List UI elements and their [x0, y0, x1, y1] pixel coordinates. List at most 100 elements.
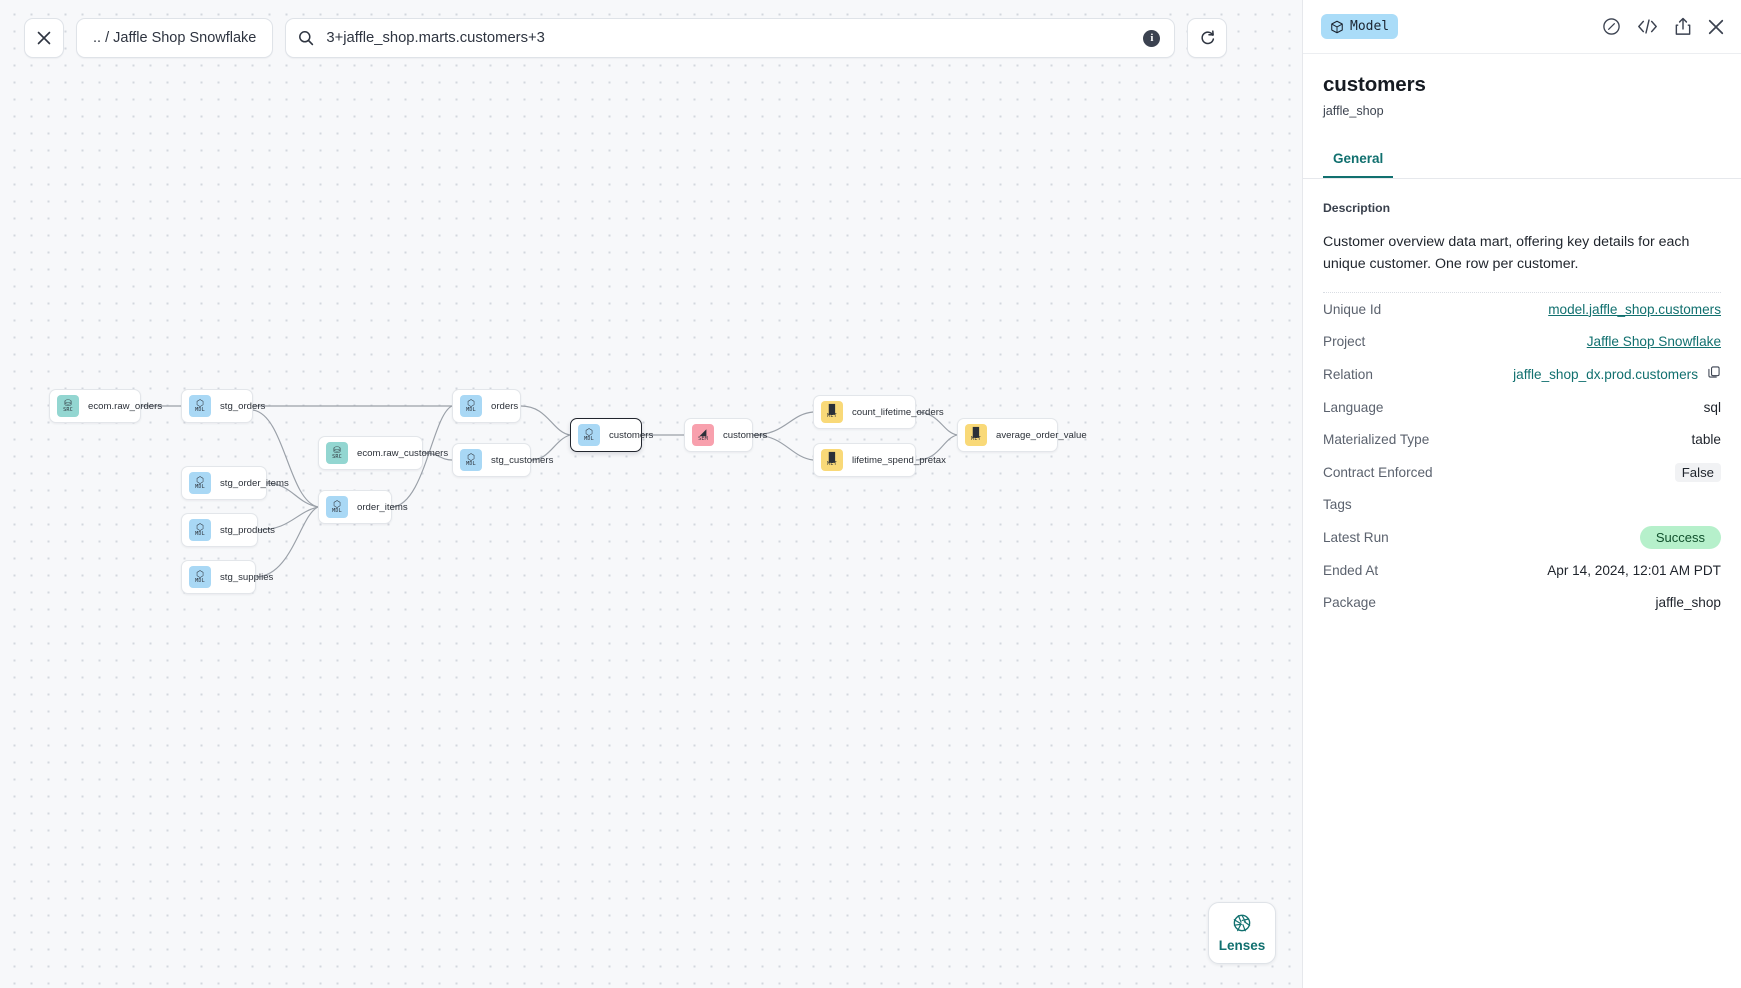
cube-icon	[1331, 20, 1343, 33]
metadata-value: sql	[1703, 399, 1721, 415]
metadata-link[interactable]: Jaffle Shop Snowflake	[1586, 334, 1721, 350]
node-type-icon-mdl: ⬡MDL	[460, 449, 482, 471]
graph-node-stg_customers[interactable]: ⬡MDL stg_customers	[452, 443, 553, 477]
node-type-icon-met: █MET	[821, 449, 843, 471]
page-subtitle: jaffle_shop	[1323, 104, 1384, 118]
close-icon	[37, 31, 51, 45]
node-type-icon-mdl: ⬡MDL	[189, 395, 211, 417]
node-type-icon-mdl: ⬡MDL	[189, 519, 211, 541]
node-type-icon-mdl: ⬡MDL	[460, 395, 482, 417]
node-label: ecom.raw_orders	[88, 400, 163, 412]
node-label: stg_orders	[220, 400, 266, 412]
node-type-icon-mdl: ⬡MDL	[326, 496, 348, 518]
graph-node-stg_supplies[interactable]: ⬡MDL stg_supplies	[181, 560, 273, 594]
panel-tabs: General	[1303, 144, 1741, 179]
node-label: average_order_value	[996, 429, 1087, 441]
explore-button[interactable]	[1602, 17, 1621, 36]
node-label: lifetime_spend_pretax	[852, 454, 946, 466]
details-panel-header: Model	[1303, 0, 1741, 54]
graph-node-lifetime_spend_pretax[interactable]: █MET lifetime_spend_pretax	[813, 443, 946, 477]
copy-icon[interactable]	[1707, 365, 1721, 384]
graph-node-orders[interactable]: ⬡MDL orders	[452, 389, 521, 423]
refresh-button[interactable]	[1187, 18, 1228, 58]
share-button[interactable]	[1674, 17, 1692, 36]
lenses-label: Lenses	[1218, 938, 1266, 953]
resource-type-label: Model	[1350, 19, 1390, 34]
search-input[interactable]	[326, 30, 1144, 46]
metadata-key: Package	[1323, 595, 1376, 611]
metadata-row: Latest Run Success	[1323, 521, 1721, 554]
node-type-icon-met: █MET	[965, 424, 987, 446]
metadata-row: Unique Id model.jaffle_shop.customers	[1323, 293, 1721, 326]
node-type-icon-src: ⛁SRC	[57, 395, 79, 417]
node-label: customers	[723, 429, 768, 441]
details-panel: Model	[1302, 0, 1741, 988]
metadata-row: Contract Enforced False	[1323, 456, 1721, 489]
metadata-value: Apr 14, 2024, 12:01 AM PDT	[1547, 562, 1721, 578]
metadata-key: Contract Enforced	[1323, 464, 1433, 480]
node-label: orders	[491, 400, 519, 412]
node-type-icon-mdl: ⬡MDL	[189, 566, 211, 588]
metadata-key: Tags	[1323, 497, 1352, 513]
panel-action-icons	[1602, 17, 1724, 36]
graph-node-customers_semantic[interactable]: ◢SEM customers	[684, 418, 767, 452]
graph-node-order_items[interactable]: ⬡MDL order_items	[318, 490, 408, 524]
code-icon	[1638, 19, 1657, 34]
node-label: order_items	[357, 501, 408, 513]
refresh-icon	[1201, 29, 1214, 44]
graph-node-stg_order_items[interactable]: ⬡MDL stg_order_items	[181, 466, 289, 500]
metadata-value: False	[1674, 462, 1721, 482]
metadata-key: Unique Id	[1323, 301, 1382, 317]
close-icon	[1708, 19, 1724, 34]
close-panel-button[interactable]	[1708, 19, 1724, 35]
metadata-key: Language	[1323, 399, 1384, 415]
view-code-button[interactable]	[1637, 18, 1658, 35]
lineage-edges	[141, 405, 958, 578]
details-panel-title-block: customers jaffle_shop	[1303, 54, 1741, 118]
node-type-icon-mdl: ⬡MDL	[189, 472, 211, 494]
metadata-key: Materialized Type	[1323, 432, 1430, 448]
metadata-link[interactable]: jaffle_shop_dx.prod.customers	[1513, 366, 1698, 382]
node-label: stg_customers	[491, 454, 554, 466]
resource-type-badge: Model	[1321, 14, 1399, 39]
metadata-key: Latest Run	[1323, 529, 1389, 545]
canvas-toolbar: .. / Jaffle Shop Snowflake i	[24, 18, 1228, 58]
lenses-button[interactable]: Lenses	[1208, 902, 1276, 964]
node-label: count_lifetime_orders	[852, 406, 944, 418]
metadata-value: table	[1691, 432, 1721, 448]
node-label: stg_order_items	[220, 477, 289, 489]
description-label: Description	[1323, 201, 1391, 215]
graph-node-ecom_raw_orders[interactable]: ⛁SRC ecom.raw_orders	[49, 389, 162, 423]
node-type-icon-mdl: ⬡MDL	[578, 424, 600, 446]
graph-node-stg_orders[interactable]: ⬡MDL stg_orders	[181, 389, 265, 423]
relation-value-wrap: jaffle_shop_dx.prod.customers	[1513, 365, 1721, 384]
metadata-key: Ended At	[1323, 562, 1379, 578]
info-icon[interactable]: i	[1143, 29, 1161, 47]
metadata-row: Materialized Type table	[1323, 423, 1721, 456]
node-label: stg_supplies	[220, 571, 274, 583]
close-lineage-button[interactable]	[24, 18, 64, 58]
tab-general[interactable]: General	[1323, 144, 1394, 178]
metadata-row: Tags	[1323, 489, 1721, 522]
breadcrumb[interactable]: .. / Jaffle Shop Snowflake	[76, 18, 274, 58]
share-icon	[1675, 17, 1691, 35]
node-type-icon-sem: ◢SEM	[692, 424, 714, 446]
aperture-icon	[1233, 914, 1251, 932]
compass-icon	[1603, 18, 1620, 35]
metadata-link[interactable]: model.jaffle_shop.customers	[1548, 301, 1721, 317]
status-badge: Success	[1639, 525, 1721, 549]
node-label: ecom.raw_customers	[357, 447, 449, 459]
lineage-search[interactable]: i	[285, 18, 1176, 58]
graph-node-average_order_value[interactable]: █MET average_order_value	[957, 418, 1087, 452]
metadata-row: Ended At Apr 14, 2024, 12:01 AM PDT	[1323, 554, 1721, 587]
lineage-canvas[interactable]: .. / Jaffle Shop Snowflake i	[0, 0, 1302, 988]
search-icon	[299, 31, 314, 46]
